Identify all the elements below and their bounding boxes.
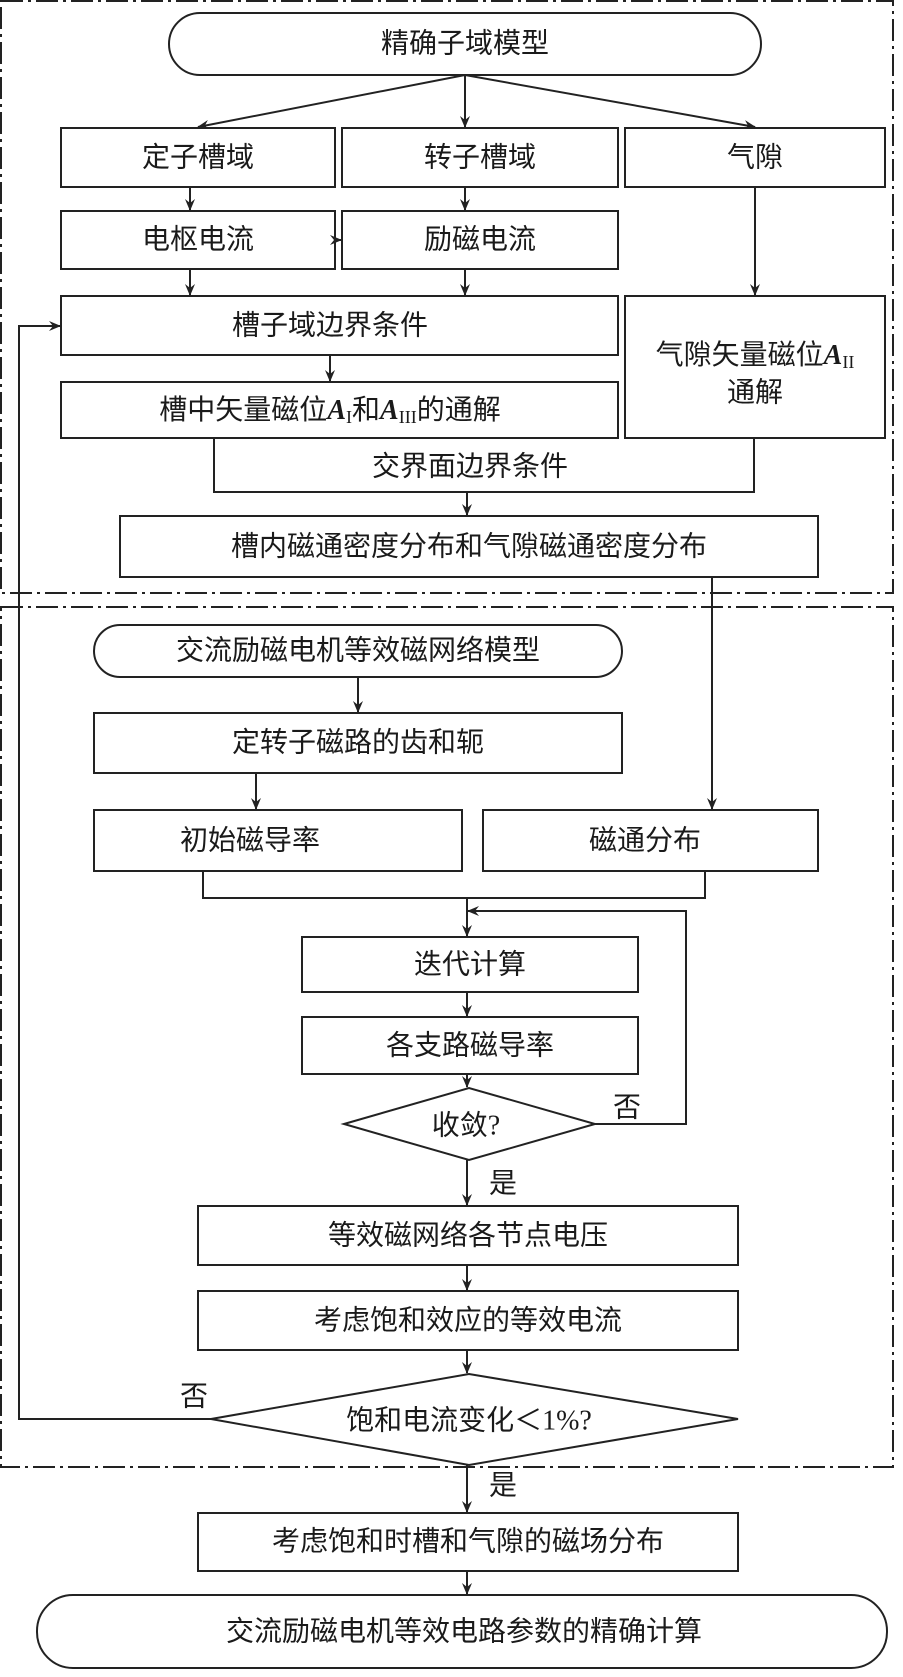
yes-label-saturation: 是 — [489, 1471, 517, 1502]
svg-text:电枢电流: 电枢电流 — [142, 224, 254, 256]
node-start: 精确子域模型 — [168, 12, 762, 76]
svg-text:交流励磁电机等效磁网络模型: 交流励磁电机等效磁网络模型 — [176, 635, 540, 667]
svg-text:考虑饱和效应的等效电流: 考虑饱和效应的等效电流 — [314, 1305, 622, 1337]
node-stator-slot: 定子槽域 — [60, 127, 336, 188]
svg-text:转子槽域: 转子槽域 — [424, 142, 536, 174]
svg-text:定子槽域: 定子槽域 — [142, 142, 254, 174]
node-equiv-current: 考虑饱和效应的等效电流 — [197, 1290, 739, 1351]
svg-text:气隙: 气隙 — [727, 142, 783, 174]
node-flux-density: 槽内磁通密度分布和气隙磁通密度分布 — [119, 515, 819, 578]
node-branch-permeance: 各支路磁导率 — [301, 1016, 639, 1075]
no-label-saturation: 否 — [180, 1382, 208, 1413]
node-end: 交流励磁电机等效电路参数的精确计算 — [36, 1594, 888, 1669]
node-saturation-decision: 饱和电流变化＜1%? — [210, 1372, 739, 1467]
node-iteration: 迭代计算 — [301, 936, 639, 993]
node-slot-boundary: 槽子域边界条件 — [60, 295, 619, 356]
node-excitation-current: 励磁电流 — [341, 210, 619, 270]
node-initial-permeance: 初始磁导率 — [93, 809, 463, 872]
svg-text:槽子域边界条件: 槽子域边界条件 — [232, 310, 428, 342]
svg-text:饱和电流变化＜1%?: 饱和电流变化＜1%? — [346, 1405, 592, 1437]
node-field-distribution: 考虑饱和时槽和气隙的磁场分布 — [197, 1512, 739, 1572]
no-label-converge: 否 — [613, 1093, 641, 1124]
interface-boundary-label: 交界面边界条件 — [372, 451, 568, 483]
svg-text:气隙矢量磁位AII: 气隙矢量磁位AII — [656, 339, 855, 373]
node-flux-distribution: 磁通分布 — [482, 809, 819, 872]
svg-text:考虑饱和时槽和气隙的磁场分布: 考虑饱和时槽和气隙的磁场分布 — [272, 1526, 664, 1558]
subdomain-region-frame — [0, 0, 894, 594]
node-gap-solution: 气隙矢量磁位AII 通解 — [624, 295, 886, 439]
svg-text:槽内磁通密度分布和气隙磁通密度分布: 槽内磁通密度分布和气隙磁通密度分布 — [231, 531, 707, 563]
svg-text:迭代计算: 迭代计算 — [414, 949, 526, 981]
svg-text:通解: 通解 — [727, 377, 783, 409]
node-node-voltage: 等效磁网络各节点电压 — [197, 1205, 739, 1266]
node-teeth-yoke: 定转子磁路的齿和轭 — [93, 712, 623, 774]
node-air-gap: 气隙 — [624, 127, 886, 188]
network-region-frame — [0, 606, 894, 1468]
node-slot-solution: 槽中矢量磁位AI和AIII的通解 — [60, 381, 619, 439]
svg-text:收敛?: 收敛? — [432, 1110, 500, 1142]
svg-text:等效磁网络各节点电压: 等效磁网络各节点电压 — [328, 1220, 608, 1252]
node-rotor-slot: 转子槽域 — [341, 127, 619, 188]
svg-text:初始磁导率: 初始磁导率 — [180, 825, 320, 857]
svg-text:磁通分布: 磁通分布 — [589, 825, 701, 857]
node-converge-decision: 收敛? — [340, 1086, 599, 1162]
svg-text:交流励磁电机等效电路参数的精确计算: 交流励磁电机等效电路参数的精确计算 — [226, 1616, 702, 1648]
node-network-model: 交流励磁电机等效磁网络模型 — [93, 624, 623, 678]
svg-text:精确子域模型: 精确子域模型 — [381, 28, 549, 60]
svg-text:定转子磁路的齿和轭: 定转子磁路的齿和轭 — [232, 727, 484, 759]
node-armature-current: 电枢电流 — [60, 210, 336, 270]
svg-text:各支路磁导率: 各支路磁导率 — [386, 1030, 554, 1062]
yes-label-converge: 是 — [489, 1169, 517, 1200]
svg-text:励磁电流: 励磁电流 — [424, 224, 536, 256]
svg-text:槽中矢量磁位AI和AIII的通解: 槽中矢量磁位AI和AIII的通解 — [159, 394, 500, 428]
